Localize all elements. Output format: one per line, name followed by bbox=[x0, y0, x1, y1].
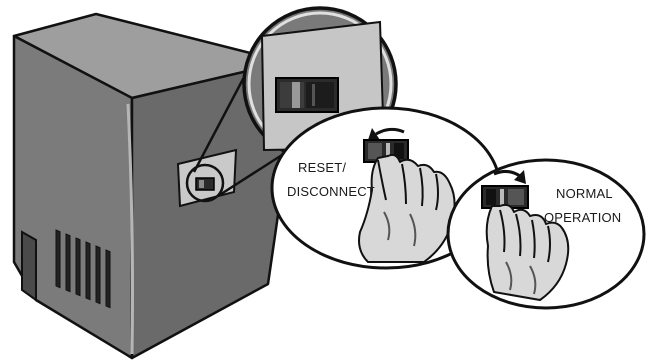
cabinet-bottom-notch bbox=[22, 232, 36, 300]
reset-label-line1: RESET/ bbox=[298, 160, 346, 175]
normal-label-line1: NORMAL bbox=[556, 186, 613, 201]
normal-label-line2: OPERATION bbox=[544, 210, 621, 225]
small-reset-switch bbox=[196, 178, 214, 190]
normal-operation-bubble: NORMAL OPERATION bbox=[448, 160, 644, 308]
reset-label-line2: DISCONNECT bbox=[287, 184, 375, 199]
magnified-rocker-switch bbox=[276, 78, 338, 112]
